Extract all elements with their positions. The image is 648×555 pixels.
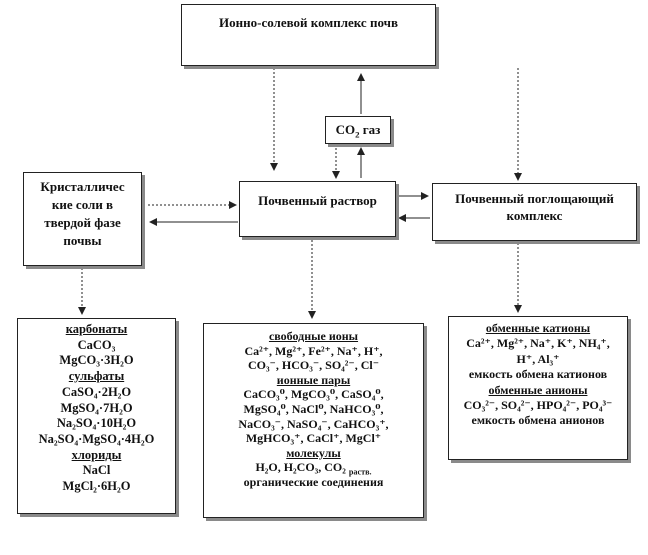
- sulfate-item: Na₂SO₄·MgSO₄·4H₂O: [38, 431, 155, 446]
- free-ions-line: Ca²⁺, Mg²⁺, Fe²⁺, Na⁺, H⁺,: [244, 343, 383, 358]
- sulfate-item: Na₂SO₄·10H₂O: [56, 416, 137, 431]
- co2-label-gas: газ: [359, 122, 381, 137]
- ion-salt-complex-title: Ионно-солевой комплекс почв: [219, 15, 398, 30]
- free-ions-line: CO₃⁻, HCO₃⁻, SO₄²⁻, Cl⁻: [247, 358, 380, 373]
- anions-line: CO₃²⁻, SO₄²⁻, HPO₄²⁻, PO₄³⁻: [463, 398, 613, 413]
- crystalline-salts-box: Кристалличес кие соли в твердой фазе поч…: [23, 172, 142, 266]
- anion-capacity: емкость обмена анионов: [471, 413, 605, 428]
- crystalline-line-4: почвы: [63, 233, 102, 248]
- ion-pairs-line: NaCO₃⁻, NaSO₄⁻, CaHCO₃⁺,: [238, 416, 389, 431]
- cations-line: Ca²⁺, Mg²⁺, Na⁺, K⁺, NH₄⁺,: [466, 336, 610, 351]
- ion-salt-complex-box: Ионно-солевой комплекс почв: [181, 4, 436, 66]
- molecules-line: H₂O, H₂CO₃, CO₂ раств.: [204, 460, 423, 477]
- co2-label-sub: 2: [355, 129, 360, 140]
- chloride-item: MgCl₂·6H₂O: [62, 479, 131, 494]
- exchange-detail-box: обменные катионы Ca²⁺, Mg²⁺, Na⁺, K⁺, NH…: [448, 316, 628, 460]
- soil-solution-title: Почвенный раствор: [258, 193, 377, 208]
- crystalline-line-2: кие соли в: [51, 197, 114, 212]
- carbonate-item: MgCO₃·3H₂O: [59, 353, 134, 368]
- ion-pairs-line: MgHCO₃⁺, CaCl⁺, MgCl⁺: [245, 431, 382, 446]
- co2-label-main: CO: [335, 122, 356, 137]
- solution-detail-box: свободные ионы Ca²⁺, Mg²⁺, Fe²⁺, Na⁺, H⁺…: [203, 323, 424, 518]
- ion-pairs-line: CaCO₃⁰, MgCO₃⁰, CaSO₄⁰,: [243, 387, 384, 402]
- carbonates-heading: карбонаты: [65, 322, 128, 336]
- free-ions-heading: свободные ионы: [268, 329, 359, 343]
- absorbing-complex-title: Почвенный поглощающий комплекс: [455, 191, 614, 223]
- co2-gas-box: CO2 газ: [325, 116, 391, 144]
- cation-capacity: емкость обмена катионов: [468, 367, 608, 382]
- chloride-item: NaCl: [82, 463, 111, 478]
- molecules-heading: молекулы: [286, 445, 341, 460]
- ion-pairs-heading: ионные пары: [276, 372, 351, 387]
- molecules-formulas: H₂O, H₂CO₃, CO₂: [255, 460, 346, 475]
- organic-compounds: органические соединения: [243, 474, 384, 489]
- sulfates-heading: сульфаты: [68, 369, 125, 384]
- soil-solution-box: Почвенный раствор: [239, 181, 396, 237]
- anions-heading: обменные анионы: [488, 382, 588, 397]
- cations-line: H⁺, Al₃⁺: [516, 351, 560, 366]
- salts-detail-box: карбонаты CaCO₃ MgCO₃·3H₂O сульфаты CaSO…: [17, 318, 176, 514]
- ion-pairs-line: MgSO₄⁰, NaCl⁰, NaHCO₃⁰,: [243, 401, 384, 416]
- cations-heading: обменные катионы: [485, 321, 591, 335]
- carbonate-item: CaCO₃: [77, 337, 116, 352]
- crystalline-line-1: Кристалличес: [40, 179, 125, 194]
- sulfate-item: CaSO₄·2H₂O: [61, 384, 132, 399]
- molecules-dissolved-mark: раств.: [348, 467, 372, 477]
- chlorides-heading: хлориды: [71, 447, 122, 462]
- crystalline-line-3: твердой фазе: [44, 215, 121, 230]
- absorbing-complex-box: Почвенный поглощающий комплекс: [432, 183, 637, 241]
- sulfate-item: MgSO₄·7H₂O: [60, 400, 133, 415]
